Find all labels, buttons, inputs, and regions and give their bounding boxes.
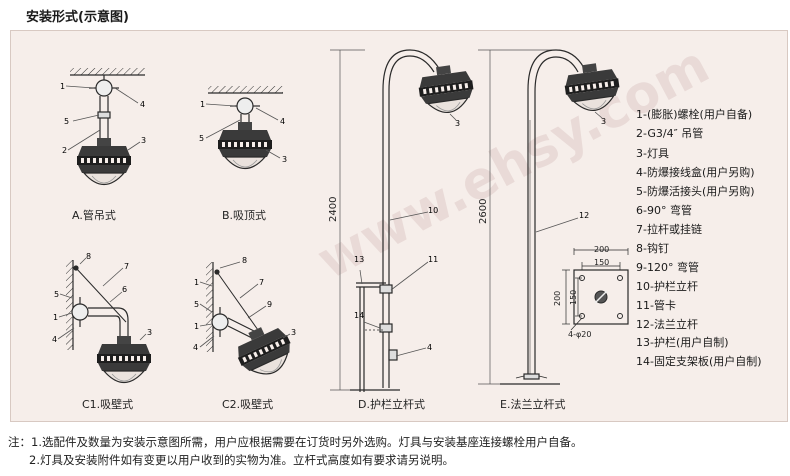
callout-b-4: 4: [280, 117, 285, 126]
callout-a-5: 5: [64, 117, 69, 126]
callout-c1-8: 8: [86, 252, 91, 261]
callout-d-4: 4: [427, 343, 432, 352]
legend-item-4: 4-防爆接线盒(用户另购): [636, 166, 755, 179]
callout-c2-3: 3: [291, 328, 296, 337]
legend-item-2: 2-G3/4″ 吊管: [636, 127, 704, 140]
callout-c2-8: 8: [242, 256, 247, 265]
callout-c2-1: 1: [194, 278, 199, 287]
figure-b-ceiling: [208, 86, 283, 124]
callout-d-14: 14: [354, 311, 364, 320]
figure-a-label: A.管吊式: [72, 208, 116, 222]
note-2: 2.灯具及安装附件如有变更以用户收到的实物为准。立杆式高度如有要求请另说明。: [29, 453, 454, 467]
figure-e-flange-pole: [478, 49, 585, 385]
callout-c2-1b: 1: [194, 322, 199, 331]
legend-item-12: 12-法兰立杆: [636, 318, 698, 331]
figure-b-lamp: [217, 121, 273, 170]
legend-item-8: 8-钩钉: [636, 242, 669, 255]
callout-d-3: 3: [455, 119, 460, 128]
callout-b-3: 3: [282, 155, 287, 164]
dim-bolt-holes: 4-φ20: [568, 330, 591, 339]
figure-c2-wall: [206, 262, 259, 352]
callout-b-5: 5: [199, 134, 204, 143]
callout-d-11: 11: [428, 255, 438, 264]
callout-a-2: 2: [62, 146, 67, 155]
callout-b-1: 1: [200, 100, 205, 109]
figure-d-guardrail-pole: [330, 49, 441, 392]
figure-a-lamp: [76, 137, 132, 186]
figure-c1-label: C1.吸壁式: [82, 397, 133, 411]
callout-a-1: 1: [60, 82, 65, 91]
callout-c1-5: 5: [54, 290, 59, 299]
dim-plate-width: 200: [594, 245, 609, 254]
callout-c2-5: 5: [194, 300, 199, 309]
callout-c1-6: 6: [122, 285, 127, 294]
flange-plate-detail: [562, 248, 629, 331]
dim-plate-inner-height: 150: [569, 290, 578, 305]
dim-plate-inner-width: 150: [594, 258, 609, 267]
callout-c2-9: 9: [267, 300, 272, 309]
legend-item-10: 10-护栏立杆: [636, 280, 698, 293]
callout-c1-1: 1: [53, 313, 58, 322]
callout-c1-7: 7: [124, 262, 129, 271]
legend-item-7: 7-拉杆或挂链: [636, 223, 702, 236]
callout-a-4: 4: [140, 100, 145, 109]
legend-item-5: 5-防爆活接头(用户另购): [636, 185, 755, 198]
page-title: 安装形式(示意图): [26, 10, 129, 25]
callout-c2-4: 4: [193, 343, 198, 352]
dim-d-height: 2400: [328, 197, 339, 222]
figure-d-label: D.护栏立杆式: [358, 397, 425, 411]
dim-plate-height: 200: [553, 291, 562, 306]
figure-c2-lamp: [229, 318, 300, 385]
figure-e-label: E.法兰立杆式: [500, 397, 565, 411]
legend-item-6: 6-90° 弯管: [636, 204, 692, 217]
legend-item-1: 1-(膨胀)螺栓(用户自备): [636, 108, 753, 121]
figure-c1-wall: [66, 260, 129, 350]
callout-e-3: 3: [601, 117, 606, 126]
callout-c1-4: 4: [52, 335, 57, 344]
legend-item-13: 13-护栏(用户自制): [636, 336, 729, 349]
legend-item-3: 3-灯具: [636, 147, 669, 160]
figure-d-lamp: [415, 61, 477, 117]
callout-d-13: 13: [354, 255, 364, 264]
callout-e-12: 12: [579, 211, 589, 220]
callout-d-10: 10: [428, 206, 438, 215]
dim-e-height: 2600: [478, 199, 489, 224]
legend-item-9: 9-120° 弯管: [636, 261, 699, 274]
figure-a-pipe-pendant: [70, 68, 145, 140]
callout-c2-7: 7: [259, 278, 264, 287]
legend-item-14: 14-固定支架板(用户自制): [636, 355, 762, 368]
callout-c1-3: 3: [147, 328, 152, 337]
figure-b-label: B.吸顶式: [222, 209, 266, 222]
note-1: 注：1.选配件及数量为安装示意图所需，用户应根据需要在订货时另外选购。灯具与安装…: [8, 435, 583, 449]
figure-c1-lamp: [96, 335, 152, 384]
legend-item-11: 11-管卡: [636, 299, 676, 312]
callout-a-3: 3: [141, 136, 146, 145]
figure-c2-label: C2.吸壁式: [222, 397, 273, 411]
